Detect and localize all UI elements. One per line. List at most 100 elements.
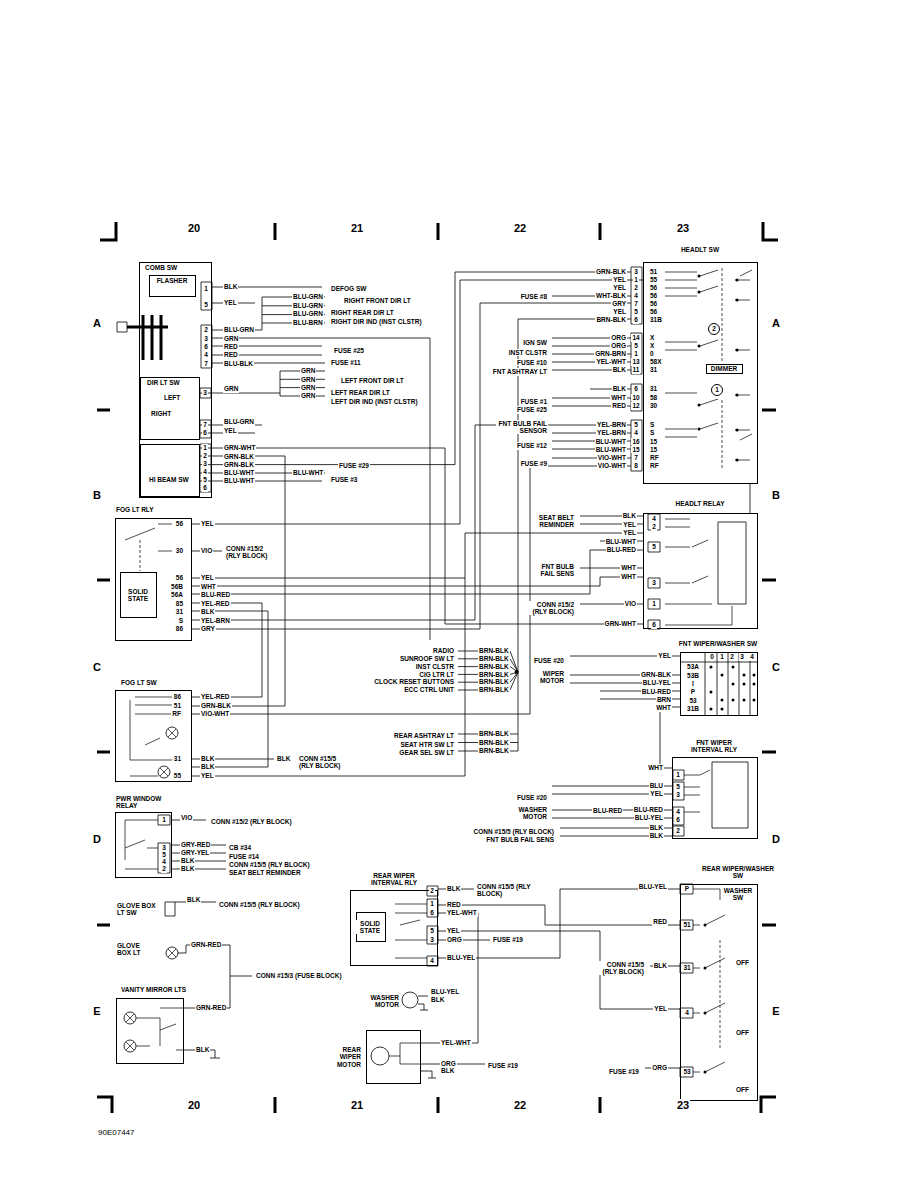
wire-label: FUSE #25 xyxy=(516,406,548,413)
wire-label: VIO-WHT xyxy=(597,462,627,469)
wire-label: BLK xyxy=(186,896,201,903)
wire xyxy=(438,905,680,925)
wire-label: FNT BULB FAIL SENS xyxy=(485,836,555,843)
wire-label: BLK xyxy=(440,1067,455,1074)
wire-label: BLK xyxy=(430,996,445,1003)
wire-label: YEL xyxy=(223,427,238,434)
wire-label: WHT-BLK xyxy=(595,292,627,299)
wire-label: 2 xyxy=(633,284,639,291)
wire-label: OFF xyxy=(735,959,750,966)
wire-label: WASHER MOTOR xyxy=(514,806,548,821)
wire-label: 1 xyxy=(675,771,681,778)
grid-reference: 23 xyxy=(676,222,690,235)
wire-label: BLK xyxy=(200,608,215,615)
wire-label: 4 xyxy=(651,515,657,522)
wire-label: 7 xyxy=(203,360,209,367)
wire-label: 51 xyxy=(682,921,691,928)
wire-label: BLU-WHT xyxy=(223,469,255,476)
wire-label: BLK xyxy=(180,865,195,872)
wire-label: REAR ASHTRAY LT xyxy=(393,732,455,739)
wire-label: CLOCK RESET BUTTONS xyxy=(373,678,455,685)
wire-label: RIGHT FRONT DIR LT xyxy=(343,297,412,304)
wire-label: FUSE #14 xyxy=(228,853,260,860)
wire-label: 5 xyxy=(675,783,681,790)
wire-label: INST CLSTR xyxy=(508,349,548,356)
wire-label: 31B xyxy=(649,316,663,323)
component-box: HI BEAM SW xyxy=(140,444,200,497)
wire-label: 1 xyxy=(202,444,208,451)
wire-label: RIGHT xyxy=(150,410,172,417)
grid-reference: C xyxy=(771,661,781,674)
wire-label: BRN-BLK xyxy=(478,663,510,670)
wire-label: 2 xyxy=(675,827,681,834)
wire-label: BLK xyxy=(200,755,215,762)
wire-label: 2 xyxy=(161,865,167,872)
wire-label: BLK xyxy=(649,832,664,839)
wire-label: GRN xyxy=(300,384,316,391)
component-box: HEADLT RELAY xyxy=(643,513,758,629)
wire-label: LEFT DIR IND (INST CLSTR) xyxy=(330,398,419,405)
component-label: HEADLT RELAY xyxy=(674,500,725,507)
wire-label: BLK xyxy=(180,857,195,864)
wire-label: GRN-BLK xyxy=(223,453,255,460)
wire-label: 2 xyxy=(202,452,208,459)
wire-label: DEFOG SW xyxy=(330,285,367,292)
wire-label: 56 xyxy=(649,300,658,307)
wire-label: LEFT REAR DIR LT xyxy=(330,389,391,396)
wire-label: 6 xyxy=(202,429,208,436)
wire-label: 1 xyxy=(429,900,435,907)
wire-label: CB #34 xyxy=(228,844,252,851)
grid-reference: C xyxy=(92,661,102,674)
wire-label: YEL xyxy=(200,574,215,581)
component-label: COMB SW xyxy=(144,264,178,271)
wire-label: 86 xyxy=(173,693,182,700)
wire-label: 4 xyxy=(633,429,639,436)
wire-label: GEAR SEL SW LT xyxy=(398,749,455,756)
component-label: FOG LT RLY xyxy=(115,506,155,513)
grid-reference: A xyxy=(771,317,781,330)
wire-label: VIO-WHT xyxy=(200,710,230,717)
wire-label: 3 xyxy=(651,579,657,586)
wire-label: 5 xyxy=(633,421,639,428)
wire-label: 1 xyxy=(633,350,639,357)
wire-label: 31 xyxy=(649,385,658,392)
wire-label: X xyxy=(649,334,655,341)
wire-label: GRN xyxy=(223,335,239,342)
wire-label: 3 xyxy=(739,653,745,660)
wire-label: FUSE #1 xyxy=(520,398,548,405)
wire-label: BLU-WHT xyxy=(595,438,627,445)
wire-label: BRN-BLK xyxy=(478,655,510,662)
wire-label: 8 xyxy=(633,462,639,469)
wire-label: FUSE #29 xyxy=(338,462,370,469)
wire-label: 4 xyxy=(633,292,639,299)
wire-label: BLU-BRN xyxy=(292,319,324,326)
wire-label: 6 xyxy=(651,621,657,628)
wire-label: 6 xyxy=(633,316,639,323)
contact-dots xyxy=(515,275,756,1074)
wire-label: 5 xyxy=(633,342,639,349)
wire-label: FUSE #19 xyxy=(492,936,524,943)
grid-reference: 21 xyxy=(350,1099,364,1112)
wire-label: 4 xyxy=(202,468,208,475)
wire xyxy=(421,913,478,1043)
wire-label: LEFT FRONT DIR LT xyxy=(340,377,405,384)
wire-label: FUSE #19 xyxy=(608,1068,640,1075)
component-label: DIR LT SW xyxy=(146,379,181,386)
wire-label: 1 xyxy=(161,816,167,823)
wire-label: 1 xyxy=(633,276,639,283)
wire-label: 56B xyxy=(170,583,184,590)
wire-label: 1 xyxy=(203,285,209,292)
wire-label: GRN xyxy=(300,376,316,383)
wire-label: GRN-BLK xyxy=(200,702,232,709)
switch-contacts xyxy=(125,270,752,1072)
wire-label: YEL xyxy=(200,520,215,527)
wire-label: BRN-BLK xyxy=(478,678,510,685)
wire-label: YEL-BRN xyxy=(596,421,627,428)
wire-label: YEL xyxy=(657,652,672,659)
wire-label: 31 xyxy=(649,366,658,373)
wire-label: BRN xyxy=(656,696,672,703)
wire-label: BLU-YEL xyxy=(642,679,672,686)
wire-label: 5 xyxy=(202,476,208,483)
wire-label: VIO xyxy=(200,547,213,554)
wire-label: YEL xyxy=(622,529,637,536)
